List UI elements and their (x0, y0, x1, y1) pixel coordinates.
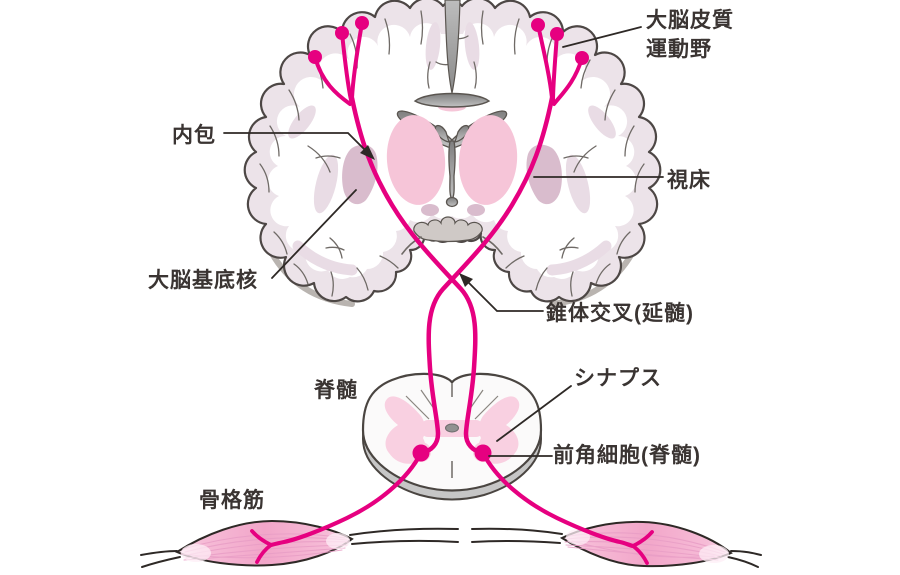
hypothalamic-scallops (413, 216, 483, 243)
tendon-lines (140, 527, 762, 568)
label-skeletal-muscle: 骨格筋 (199, 489, 265, 512)
central-canal (445, 423, 459, 433)
leader-motor-cortex (562, 26, 642, 48)
lower-motor-neuron-left (268, 450, 424, 548)
label-spinal-cord: 脊髄 (314, 379, 358, 402)
arrowhead-internal-capsule (360, 145, 375, 160)
sulci-lines (259, 10, 645, 297)
cortex-neuron-dot (550, 27, 564, 41)
label-internal-capsule: 内包 (172, 124, 216, 147)
cortex-fold-patches (288, 22, 616, 276)
tract-left-to-right-horn (349, 95, 484, 455)
arrowhead-decussation (459, 273, 473, 287)
cortex-neuron-dot (531, 18, 545, 32)
leader-lines (223, 26, 664, 457)
brain-coronal-section (243, 0, 662, 307)
cord-fissure-lines (405, 389, 499, 420)
label-anterior-horn-cell: 前角細胞(脊髄) (553, 444, 701, 467)
stem-left-3 (350, 21, 364, 100)
leader-internal-capsule (223, 132, 367, 152)
label-motor-cortex-line2: 運動野 (646, 38, 712, 61)
cortex-neuron-dot (575, 51, 589, 65)
label-pyramidal-decussation: 錐体交叉(延髄) (546, 302, 694, 325)
tract-cell-bodies (308, 16, 589, 462)
corpus-callosum (413, 92, 491, 108)
label-synapse: シナプス (574, 367, 662, 390)
anterior-horn-dot-left (412, 444, 430, 462)
spinal-cord-section (361, 372, 543, 501)
leader-arrowheads (360, 145, 473, 287)
leader-decussation (467, 281, 544, 312)
tract-right-to-left-horn (420, 95, 555, 455)
deep-nucleus-right (458, 115, 518, 205)
cortex-neuron-dot (308, 50, 322, 64)
nerve-branch-left (250, 529, 273, 564)
anterior-horn-dot-right (474, 444, 492, 462)
label-thalamus: 視床 (667, 169, 711, 192)
deep-nucleus-left (386, 115, 446, 205)
label-motor-cortex-line1: 大脳皮質 (646, 9, 734, 32)
label-basal-ganglia: 大脳基底核 (148, 269, 258, 292)
brain-shadow-right (549, 247, 637, 307)
muscle-tip-highlights (181, 529, 729, 563)
lateral-clefts (401, 236, 503, 255)
brain-shadow-left (267, 247, 355, 307)
lower-motor-neuron-right (480, 450, 636, 549)
nerve-branch-right (631, 530, 654, 565)
corticospinal-tracts (250, 21, 654, 565)
stem-right-3 (536, 23, 554, 100)
leader-synapse (496, 385, 572, 442)
cortex-neuron-dot (335, 26, 349, 40)
skeletal-muscles (140, 519, 762, 568)
cortex-neuron-dot (355, 16, 369, 30)
label-motor-cortex: 大脳皮質 運動野 (646, 6, 734, 64)
leader-basal-ganglia (271, 189, 357, 279)
thalamus-nuclei (386, 115, 518, 205)
